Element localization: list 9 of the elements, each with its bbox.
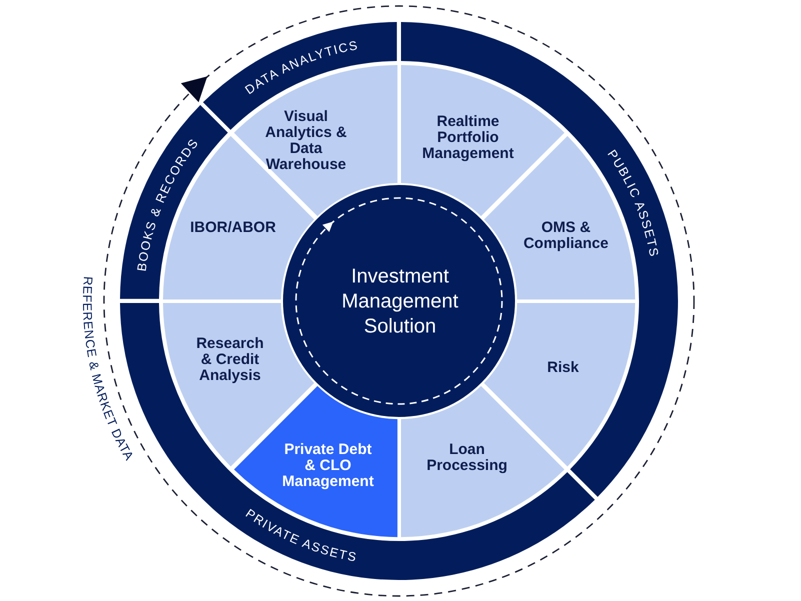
segment-label: Research & Credit Analysis [195, 336, 264, 384]
segment-label: Visual Analytics & Data Warehouse [264, 108, 348, 173]
segment-label: IBOR/ABOR [189, 220, 276, 236]
segment-label: Private Debt & CLO Management [281, 442, 374, 490]
hub-label: Investment Management Solution [341, 264, 459, 340]
segment-label: Realtime Portfolio Management [422, 114, 514, 162]
segment-label: Loan Processing [426, 442, 508, 474]
segment-label: Risk [546, 360, 580, 376]
segment-label: OMS & Compliance [522, 220, 610, 252]
